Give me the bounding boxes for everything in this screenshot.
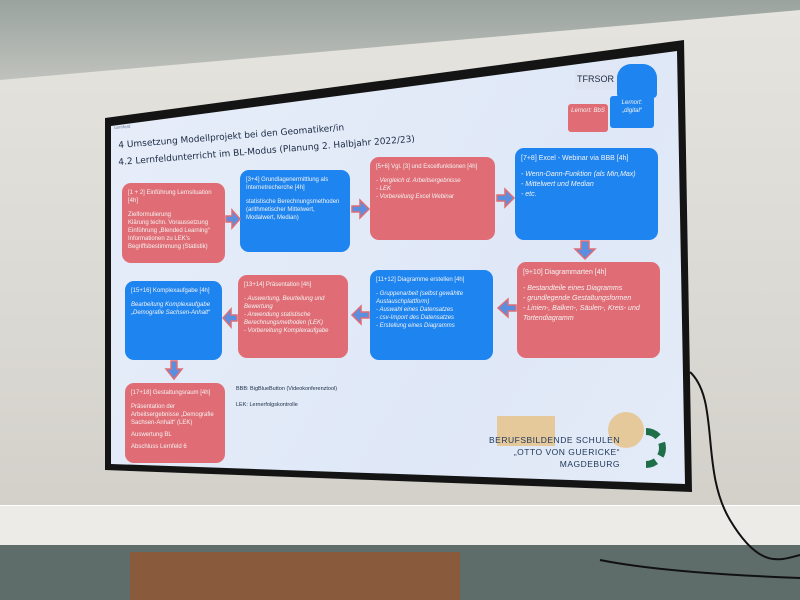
step-item: - Vergleich d. Arbeitsergebnisse: [376, 178, 461, 184]
step-title: [13+14] Präsentation [4h]: [244, 282, 312, 288]
step-item: statistische Berechnungsmethoden (arithm…: [246, 199, 340, 221]
step-box-3: [5+6] Vgl. [3] und Excelfunktionen [4h] …: [370, 157, 495, 240]
step-title: [9+10] Diagrammarten [4h]: [523, 269, 607, 276]
logo-rect: [497, 416, 555, 446]
step-item: - etc.: [521, 191, 537, 198]
step-item: - LEK: [376, 186, 392, 192]
step-item: - Gruppenarbeit (selbst gewählte Austaus…: [376, 291, 464, 305]
badge-name: TFRSOR: [575, 70, 617, 90]
gear-icon: [646, 428, 666, 468]
step-item: Begriffsbestimmung (Statistik): [128, 244, 208, 250]
step-item: - Wenn-Dann-Funktion (als Min,Max): [521, 171, 636, 178]
arrow-left-icon: [221, 307, 238, 329]
step-item: Informationen zu LEK's: [128, 236, 190, 242]
arrow-left-icon: [350, 304, 370, 326]
step-box-6: [11+12] Diagramme erstellen [4h] - Grupp…: [370, 270, 493, 360]
step-item: - Bestandteile eines Diagramms: [523, 285, 623, 292]
step-item: Einführung „Blended Learning“: [128, 228, 210, 234]
arrow-down-icon: [164, 360, 184, 381]
note-lek: LEK: Lernerfolgskontrolle: [236, 402, 298, 408]
school-name-3: MAGDEBURG: [559, 459, 620, 469]
step-item: Bearbeitung Komplexaufgabe „Demografie S…: [131, 302, 211, 316]
step-item: - Erstellung eines Diagramms: [376, 323, 455, 329]
arrow-right-icon: [351, 198, 371, 220]
step-item: Abschluss Lernfeld 6: [131, 444, 187, 450]
step-box-1: [1 + 2] Einführung Lernsituation [4h] Zi…: [122, 183, 225, 263]
step-item: - Anwendung statistische Berechnungsmeth…: [244, 312, 324, 326]
step-box-7: [13+14] Präsentation [4h] - Auswertung, …: [238, 275, 348, 358]
badge-left: Lernort: BbS: [568, 104, 608, 132]
step-box-9: [17+18] Gestaltungsraum [4h] Präsentatio…: [125, 383, 225, 463]
step-title: [5+6] Vgl. [3] und Excelfunktionen [4h]: [376, 164, 478, 170]
shelf: [0, 505, 800, 545]
step-box-2: [3+4] Grundlagenermittlung als Internetr…: [240, 170, 350, 252]
step-title: [1 + 2] Einführung Lernsituation [4h]: [128, 190, 212, 204]
step-item: - Vorbereitung Excel Webinar: [376, 194, 455, 200]
step-title: [15+16] Komplexaufgabe [4h]: [131, 288, 210, 294]
step-item: Auswertung BL: [131, 432, 172, 438]
step-item: Klärung techn. Voraussetzung: [128, 220, 209, 226]
note-bbb: BBB: BigBlueButton (Videokonferenztool): [236, 386, 338, 392]
step-title: [3+4] Grundlagenermittlung als Internetr…: [246, 177, 329, 191]
monitor-icon: [617, 64, 657, 98]
school-name-2: „OTTO VON GUERICKE“: [513, 447, 620, 457]
arrow-down-icon: [573, 240, 597, 261]
school-name-1: BERUFSBILDENDE SCHULEN: [489, 435, 620, 445]
step-item: - Mittelwert und Median: [521, 181, 594, 188]
step-item: - Linien-, Balken-, Säulen-, Kreis- und …: [523, 305, 640, 322]
step-item: - Vorbereitung Komplexaufgabe: [244, 328, 329, 334]
step-box-5: [9+10] Diagrammarten [4h] - Bestandteile…: [517, 262, 660, 358]
step-title: [17+18] Gestaltungsraum [4h]: [131, 390, 211, 396]
step-title: [11+12] Diagramme erstellen [4h]: [376, 277, 465, 283]
badge-right: Lernort: „digital“: [610, 96, 654, 128]
step-item: Präsentation der Arbeitsergebnisse „Demo…: [131, 404, 214, 426]
step-title: [7+8] Excel - Webinar via BBB [4h]: [521, 155, 629, 162]
arrow-right-icon: [225, 208, 242, 230]
step-item: Zielformulierung: [128, 212, 172, 218]
step-item: - Auswahl eines Datensatzes: [376, 307, 454, 313]
arrow-left-icon: [496, 297, 517, 319]
step-item: - grundlegende Gestaltungsformen: [523, 295, 632, 302]
slide-notes: BBB: BigBlueButton (Videokonferenztool) …: [236, 381, 337, 413]
step-box-4: [7+8] Excel - Webinar via BBB [4h] - Wen…: [515, 148, 658, 240]
arrow-right-icon: [496, 187, 516, 209]
step-item: - Auswertung, Beurteilung und Bewertung: [244, 296, 325, 310]
wood-panel: [130, 552, 460, 600]
logo-circle: [608, 412, 644, 448]
step-box-8: [15+16] Komplexaufgabe [4h] Bearbeitung …: [125, 281, 222, 360]
step-item: - csv-Import des Datensatzes: [376, 315, 455, 321]
